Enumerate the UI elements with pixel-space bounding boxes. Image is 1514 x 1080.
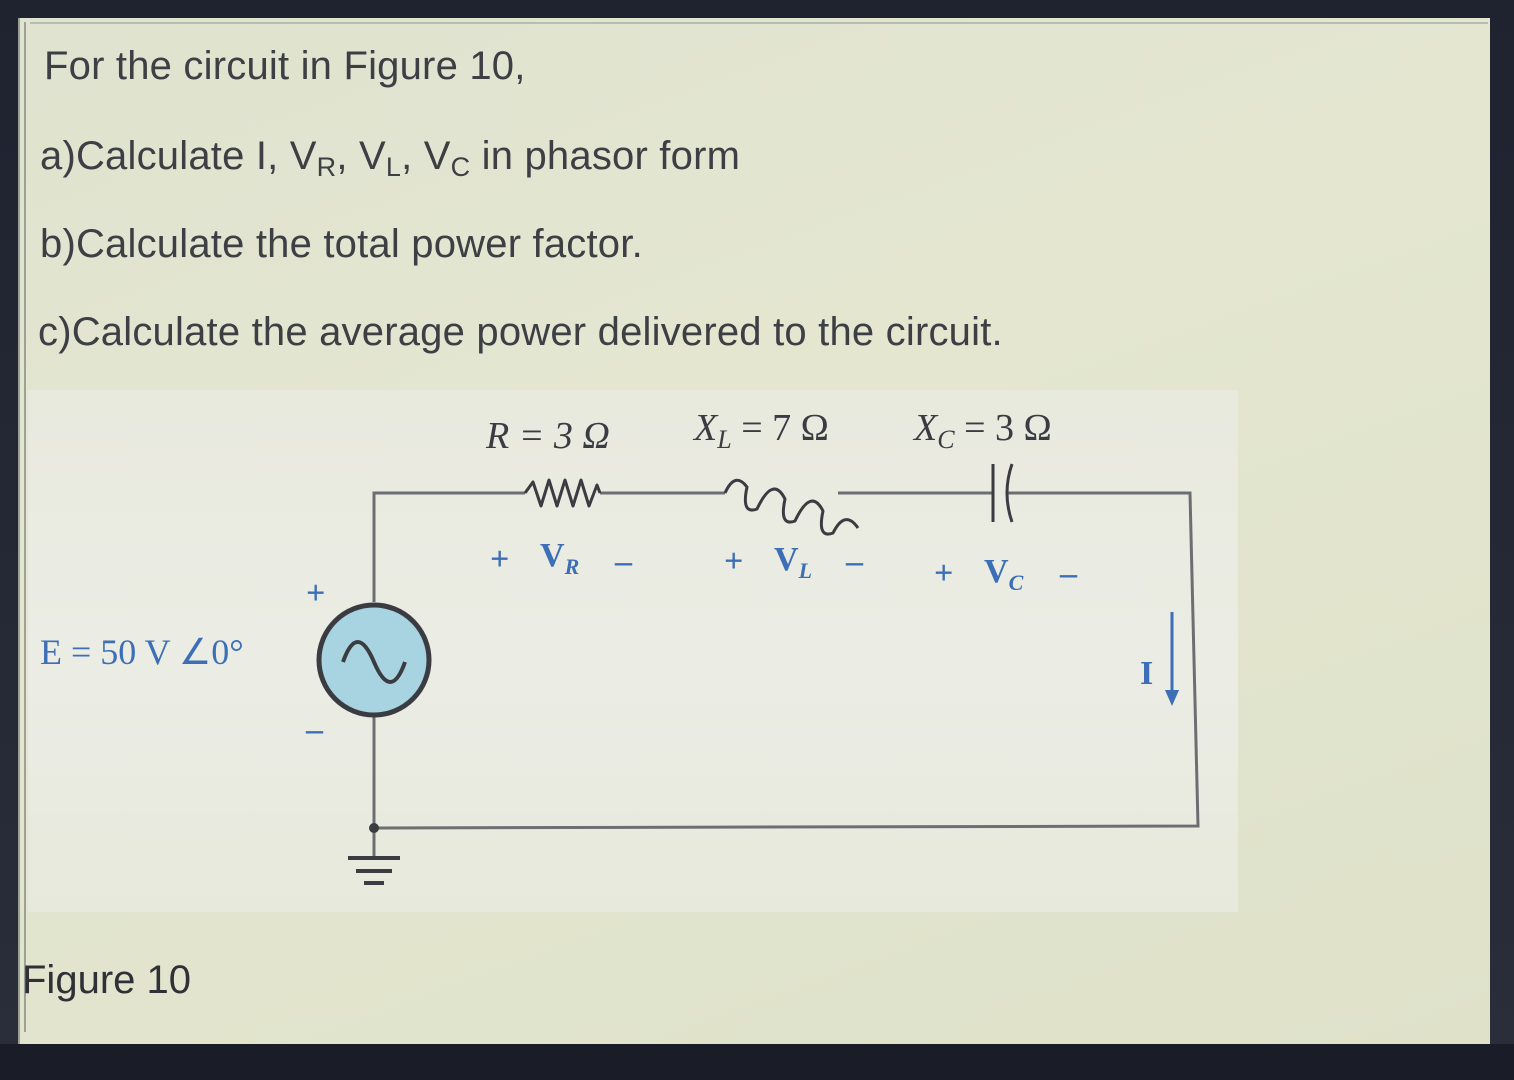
figure-caption: Figure 10 [22,958,191,1002]
part-a-sub-r: R [316,152,337,182]
part-a-sub-l: L [385,152,402,182]
vc-plus: + [934,555,953,592]
vr-plus: + [490,541,509,578]
vr-label-group: + VR – [490,537,633,580]
current-arrow-icon [1165,612,1179,706]
resistor-label: R = 3 Ω [485,415,610,457]
question-part-c: c)Calculate the average power delivered … [38,310,1003,354]
ground-icon [348,823,400,885]
question-part-a: a)Calculate I, VR, VL, VC in phasor form [40,134,740,183]
page-border-left [24,22,26,1032]
monitor-bezel [0,1044,1514,1080]
part-a-prefix: a)Calculate I, V [40,134,317,178]
part-a-suffix: in phasor form [470,134,741,178]
inductor-symbol [723,478,860,536]
capacitor-symbol [991,463,1014,523]
vl-label: VL [774,541,812,583]
source-label: E = 50 V ∠0° [40,632,244,672]
part-a-comma1: , V [336,134,386,178]
source-plus: + [306,575,325,612]
vc-label: VC [984,553,1024,595]
vr-label: VR [540,537,579,579]
vl-plus: + [724,543,743,580]
part-a-comma2: , V [401,134,451,178]
inductor-label: XL = 7 Ω [692,407,829,454]
current-label: I [1140,655,1153,692]
circuit-wires [372,491,1200,856]
wire-right-bottom [372,491,1200,830]
source-minus: – [305,711,324,748]
question-part-b: b)Calculate the total power factor. [40,222,643,266]
page-border-top [30,22,1488,24]
question-intro: For the circuit in Figure 10, [44,44,526,88]
vl-minus: – [845,543,864,580]
part-a-sub-c: C [450,152,471,182]
vc-label-group: + VC – [934,553,1078,595]
vr-minus: – [614,543,633,580]
capacitor-label: XC = 3 Ω [912,407,1052,454]
vc-minus: – [1059,555,1078,592]
ac-source-icon [316,602,432,718]
vl-label-group: + VL – [724,541,864,583]
wire-left-top [372,491,525,602]
resistor-symbol [523,478,602,508]
